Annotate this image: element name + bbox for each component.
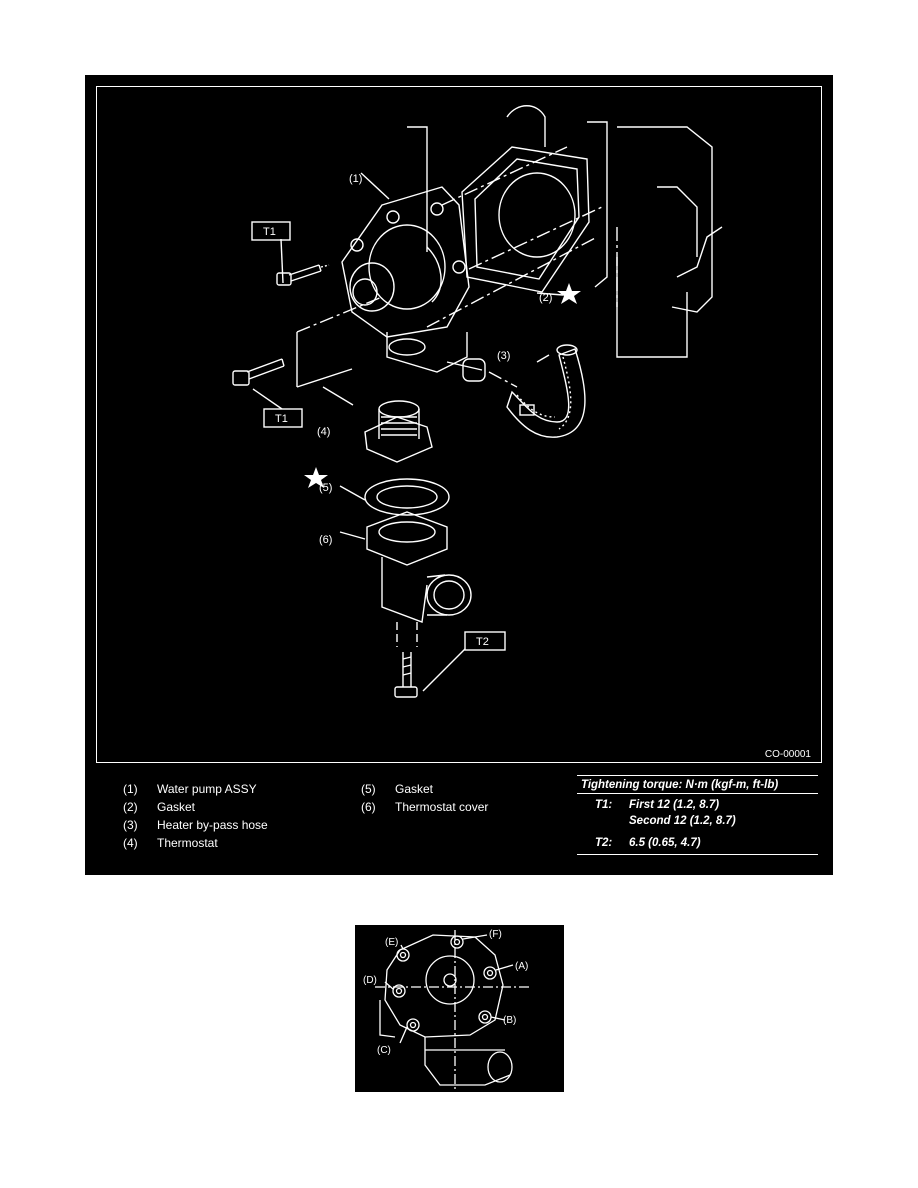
part-number: (4) [123,836,138,850]
part-row: (1) Water pump ASSY [123,780,268,798]
torque-label-t2: T2 [476,636,489,648]
torque-box-t1-upper [251,221,291,241]
torque-box-t1-lower [263,408,303,428]
torque-row: T1: First 12 (1.2, 8.7) [577,797,818,813]
part-name: Gasket [395,782,434,796]
callout-2: (2) [539,292,552,304]
callout-3: (3) [497,350,510,362]
bolt-label-a: (A) [515,961,528,972]
part-number: (6) [361,800,376,814]
part-row: (6) Thermostat cover [361,798,488,816]
torque-value: Second 12 (1.2, 8.7) [629,815,736,827]
torque-value: 6.5 (0.65, 4.7) [629,837,701,849]
torque-box-t2 [464,631,506,651]
torque-label-t1-lower: T1 [275,413,288,425]
part-number: (1) [123,782,138,796]
torque-t1-block: T1: First 12 (1.2, 8.7) Second 12 (1.2, … [577,794,818,832]
torque-row: Second 12 (1.2, 8.7) [577,813,818,829]
torque-key: T2: [595,837,613,849]
exploded-view-figure: (1) (2) (3) (4) (5) (6) T1 T1 T2 CO-0000… [85,75,833,875]
part-name: Gasket [157,800,196,814]
bolt-label-b: (B) [503,1015,516,1026]
callout-1: (1) [349,173,362,185]
part-number: (5) [361,782,376,796]
parts-list-right: (5) Gasket (6) Thermostat cover [361,780,488,816]
bolt-order-svg: (A) (B) (C) (D) (E) (F) [363,929,530,1090]
callout-4: (4) [317,426,330,438]
part-name: Thermostat [157,836,218,850]
part-row: (4) Thermostat [123,834,268,852]
torque-value: First 12 (1.2, 8.7) [629,799,720,811]
legend: (1) Water pump ASSY (2) Gasket (3) Heate… [85,775,833,875]
bolt-label-c: (C) [377,1045,391,1056]
part-name: Water pump ASSY [157,782,257,796]
bolt-order-inset: (A) (B) (C) (D) (E) (F) [355,925,564,1092]
torque-title: Tightening torque: N·m (kgf-m, ft-lb) [577,775,818,794]
figure-code: CO-00001 [765,749,812,760]
exploded-view-svg: (1) (2) (3) (4) (5) (6) T1 T1 T2 CO-0000… [232,105,812,760]
torque-table: Tightening torque: N·m (kgf-m, ft-lb) T1… [577,775,818,855]
part-row: (3) Heater by-pass hose [123,816,268,834]
part-number: (3) [123,818,138,832]
part-row: (2) Gasket [123,798,268,816]
part-name: Thermostat cover [395,800,489,814]
callout-6: (6) [319,534,332,546]
torque-label-t1-upper: T1 [263,226,276,238]
parts-list-left: (1) Water pump ASSY (2) Gasket (3) Heate… [123,780,268,852]
bolt-label-e: (E) [385,937,398,948]
torque-t2-block: T2: 6.5 (0.65, 4.7) [577,832,818,855]
replace-star-icon [557,283,581,304]
torque-key: T1: [595,799,613,811]
callout-5: (5) [319,482,332,494]
part-name: Heater by-pass hose [157,818,268,832]
replace-star-icon [304,467,328,488]
bolt-label-f: (F) [489,929,502,940]
bolt-label-d: (D) [363,975,377,986]
torque-row: T2: 6.5 (0.65, 4.7) [577,835,818,851]
part-number: (2) [123,800,138,814]
part-row: (5) Gasket [361,780,488,798]
exploded-view-drawing: (1) (2) (3) (4) (5) (6) T1 T1 T2 CO-0000… [96,86,822,763]
